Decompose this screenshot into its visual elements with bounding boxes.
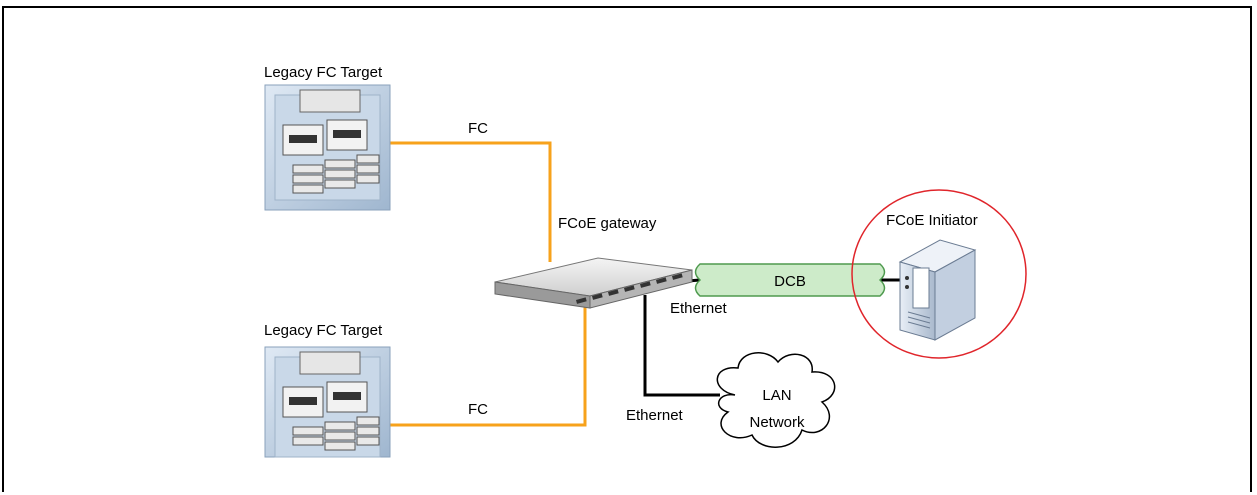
fc-link-top-label: FC (468, 120, 488, 137)
lan-cloud-icon: LAN Network (716, 352, 836, 448)
fcoe-initiator-label: FCoE Initiator (886, 212, 978, 229)
dcb-tunnel: DCB (694, 263, 886, 297)
ethernet-lan-label: Ethernet (626, 407, 684, 424)
diagram-frame (2, 6, 1252, 492)
lan-label-line2: Network (749, 414, 805, 431)
dcb-label: DCB (774, 273, 806, 290)
fcoe-gateway-label: FCoE gateway (558, 215, 657, 232)
legacy-fc-target-top-icon (264, 84, 391, 211)
fcoe-initiator-highlight (851, 189, 1027, 359)
legacy-fc-target-top-label: Legacy FC Target (264, 64, 383, 81)
ethernet-link-lan (643, 295, 720, 397)
legacy-fc-target-bottom-icon (264, 346, 391, 458)
legacy-fc-target-bottom-label: Legacy FC Target (264, 322, 383, 339)
fcoe-initiator-server-icon (898, 239, 977, 341)
lan-label-line1: LAN (762, 387, 791, 404)
ethernet-initiator-label: Ethernet (670, 300, 728, 317)
fcoe-gateway-switch-icon (494, 257, 693, 309)
fc-link-bottom (390, 305, 587, 427)
fc-link-top (390, 141, 552, 262)
fc-link-bottom-label: FC (468, 401, 488, 418)
